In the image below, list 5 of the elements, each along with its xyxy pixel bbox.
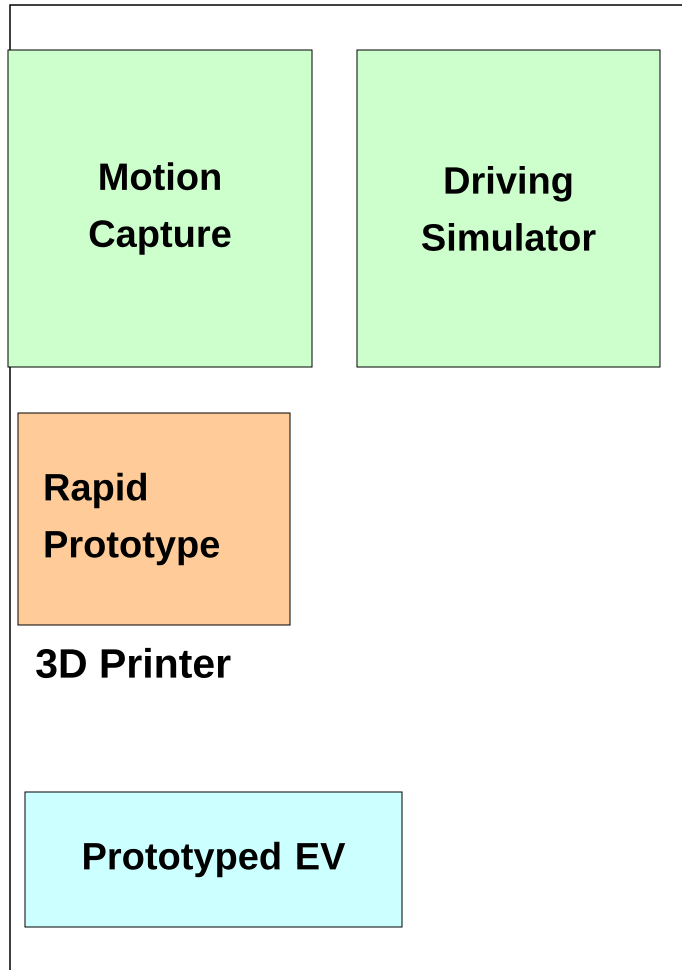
process-box: Prototyped EV <box>24 792 402 928</box>
process-box: Driving Simulator <box>356 50 660 368</box>
caption-label: 3D Printer <box>36 648 230 678</box>
process-box: Rapid Prototype <box>18 412 290 626</box>
process-box: Motion Capture <box>8 50 312 368</box>
